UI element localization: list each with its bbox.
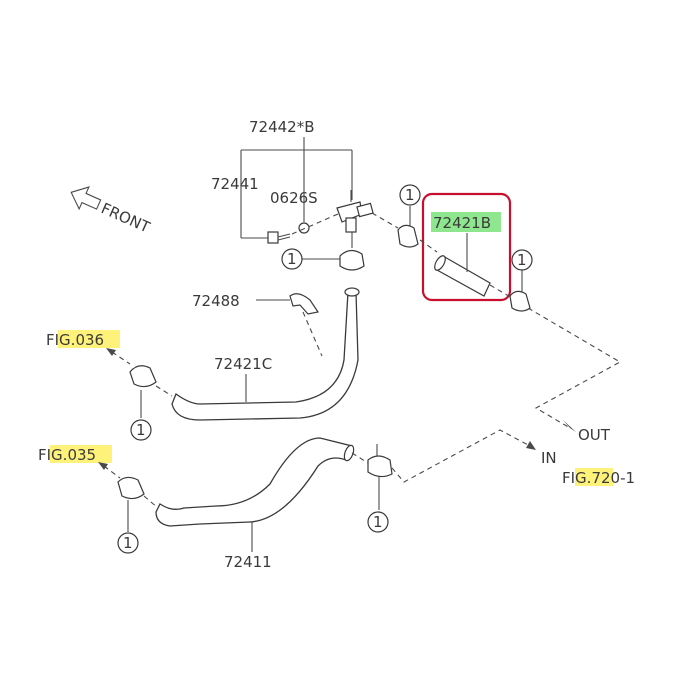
hose-clamp-icon	[397, 206, 419, 248]
label-out: OUT	[578, 426, 611, 444]
label-fig-720: FIG.720-1	[562, 469, 635, 487]
hose-clamp-icon	[509, 270, 531, 312]
route-out	[527, 307, 622, 429]
ref-circle-1f	[117, 532, 139, 554]
label-72411: 72411	[224, 553, 272, 571]
label-72441: 72441	[211, 175, 259, 193]
ref-circle-1a	[399, 184, 421, 206]
ref-num-1a: 1	[405, 186, 415, 204]
hose-clamp-icon	[367, 444, 393, 510]
hose-72411	[155, 437, 355, 552]
route-tee-clamp	[371, 212, 399, 229]
ref-circle-1d	[130, 419, 152, 441]
route-fig036	[111, 351, 131, 365]
ref-circle-1e	[367, 511, 389, 533]
label-fig-036: FIG.036	[46, 331, 104, 349]
washer-0626s	[298, 222, 310, 234]
label-0626s: 0626S	[270, 189, 318, 207]
arrow-fig036	[106, 348, 116, 356]
ref-num-1c: 1	[287, 250, 297, 268]
ref-num-1d: 1	[136, 421, 146, 439]
route-clamp-72421c	[155, 385, 173, 397]
arrow-in	[526, 441, 536, 450]
highlight-72421b	[431, 212, 501, 232]
hose-clamp-icon	[302, 232, 365, 271]
selection-box	[421, 192, 512, 302]
label-front: FRONT	[98, 199, 153, 237]
bracket-72488	[256, 293, 319, 315]
route-hose-clamp2	[489, 284, 513, 299]
highlight-fig-720	[575, 468, 613, 486]
route-clamp-72411	[143, 495, 159, 509]
label-72421b: 72421B	[433, 214, 491, 232]
ref-circle-1c	[281, 248, 303, 270]
label-72488: 72488	[192, 292, 240, 310]
ref-circle-1b	[511, 249, 533, 271]
route-bolt-tee	[291, 213, 339, 235]
ref-num-1b: 1	[517, 251, 527, 269]
leader-72442b	[240, 137, 353, 239]
label-72442b: 72442*B	[249, 118, 315, 136]
tee-joint	[336, 190, 374, 233]
front-arrow-icon	[70, 186, 102, 211]
highlight-fig-036	[58, 330, 120, 348]
hose-72421b	[434, 233, 491, 297]
ref-num-1f: 1	[123, 534, 133, 552]
label-72421c: 72421C	[214, 355, 272, 373]
ref-num-1e: 1	[373, 513, 383, 531]
label-in: IN	[541, 449, 557, 467]
hose-clamp-icon	[129, 365, 157, 418]
route-in	[391, 429, 531, 483]
arrow-out	[563, 420, 576, 432]
bolt-72441	[267, 231, 291, 244]
route-clamp-hose	[419, 239, 438, 253]
highlight-fig-035	[50, 445, 112, 463]
route-72411-clamp	[351, 452, 369, 464]
arrow-fig035	[98, 462, 108, 470]
hose-72421c	[171, 287, 360, 421]
route-fig035	[103, 465, 121, 479]
hose-clamp-icon	[117, 476, 145, 532]
label-fig-035: FIG.035	[38, 446, 96, 464]
